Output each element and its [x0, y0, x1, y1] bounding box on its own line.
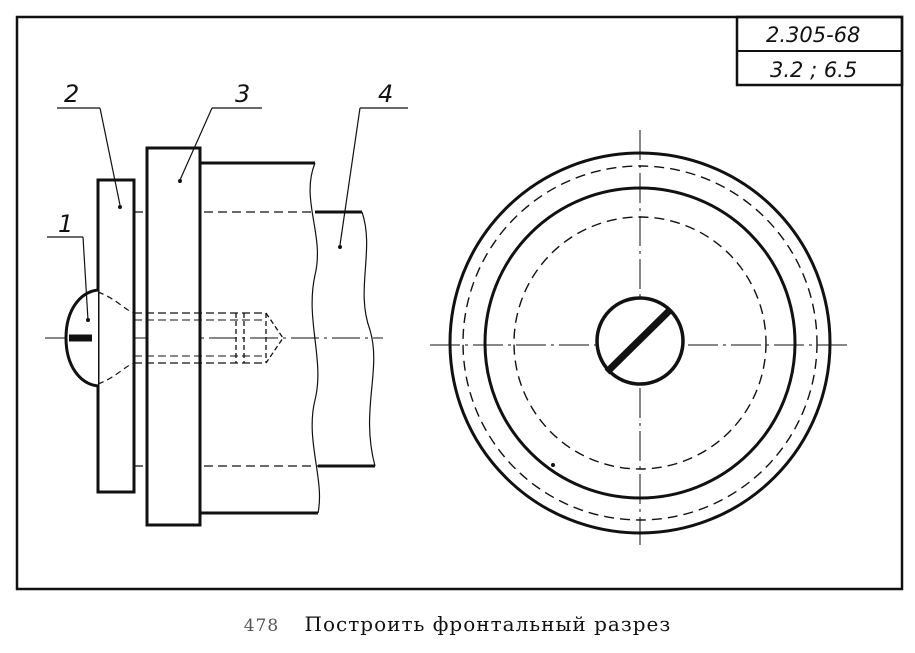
part-2-plate	[96, 178, 136, 494]
label-part-1: 1	[58, 210, 73, 238]
middle-circle	[483, 186, 797, 500]
stamp-standard: 2.305-68	[766, 23, 860, 47]
label-part-2: 2	[64, 80, 79, 108]
figure-number: 478	[243, 616, 280, 636]
dashed-circle-inner	[513, 216, 767, 470]
front-view	[430, 130, 848, 545]
label-part-3: 3	[235, 80, 250, 108]
screw-slot	[604, 306, 674, 375]
label-part-4: 4	[378, 80, 393, 108]
stamp-reference: 3.2 ; 6.5	[770, 58, 857, 82]
part-4-shaft	[134, 161, 376, 515]
figure-caption-text: Построить фронтальный разрез	[304, 612, 672, 636]
outer-circle	[448, 151, 832, 535]
side-view	[45, 107, 408, 527]
stamp-box: 2.305-68 3.2 ; 6.5	[735, 15, 904, 87]
leader-lines	[47, 107, 408, 321]
dashed-circle-outer	[462, 165, 818, 521]
drawing-frame	[15, 15, 904, 591]
figure-caption: 478 Построить фронтальный разрез	[0, 612, 915, 636]
part-3-flange	[145, 146, 202, 527]
part-1-screw	[64, 288, 284, 388]
